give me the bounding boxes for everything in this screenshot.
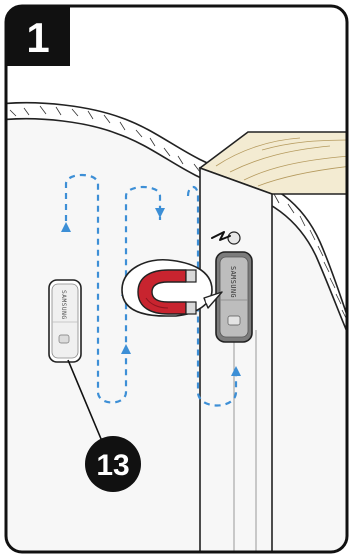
lightning-icon	[211, 231, 231, 241]
sensor-brand-right: SAMSUNG	[229, 266, 237, 298]
callout-badge: 13	[85, 436, 141, 492]
sensor-led-right	[227, 315, 241, 326]
panel-frame	[4, 4, 349, 554]
door-frame-side	[199, 166, 273, 552]
torn-wall-edge	[6, 102, 347, 347]
callout-number: 13	[96, 449, 129, 482]
sensor-brand-left: SAMSUNG	[60, 290, 67, 320]
callout-line	[67, 359, 105, 447]
sensor-device-left: SAMSUNG	[48, 279, 82, 363]
scan-path	[64, 173, 238, 407]
sensor-led-left	[58, 334, 70, 344]
magnet-icon	[137, 269, 197, 315]
wood-grain	[215, 137, 347, 187]
reed-point	[227, 231, 241, 245]
step-badge: 1	[6, 6, 70, 66]
step-number: 1	[26, 14, 49, 61]
sensor-device-right: SAMSUNG	[215, 251, 253, 343]
